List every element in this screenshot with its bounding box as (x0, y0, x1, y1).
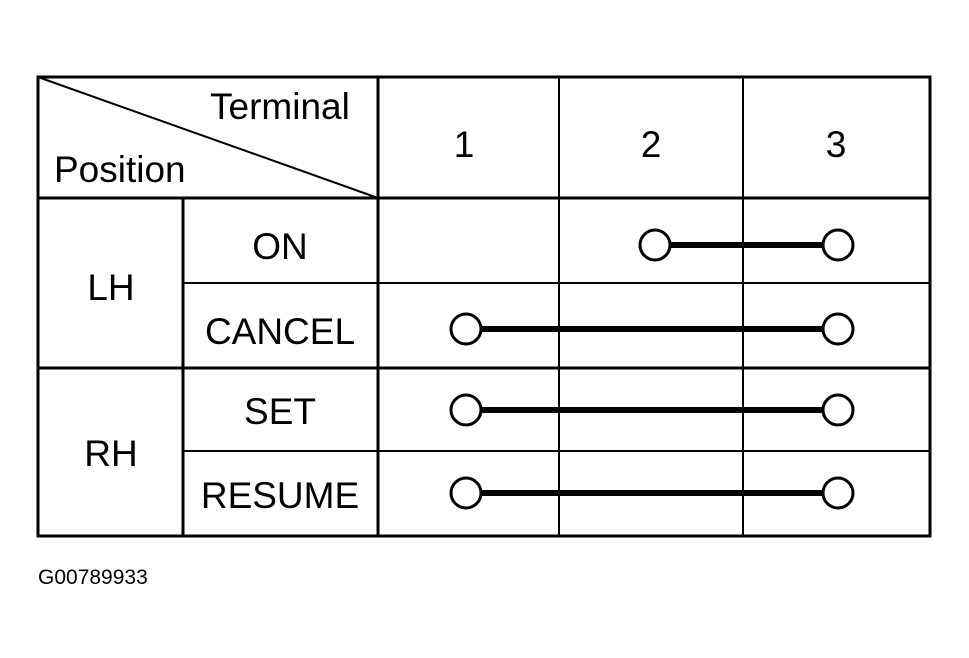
side-label-lh: LH (87, 267, 134, 308)
terminal-header-label: Terminal (210, 86, 350, 127)
terminal-2-node-on (638, 228, 672, 262)
position-label-on: ON (252, 226, 308, 267)
position-label-cancel: CANCEL (205, 311, 355, 352)
terminal-1-node-resume (449, 476, 483, 510)
position-header-label: Position (54, 149, 186, 190)
table-outer-border (36, 75, 932, 538)
terminal-number-3: 3 (826, 124, 847, 165)
header-diagonal (37, 76, 379, 199)
terminal-number-1: 1 (454, 124, 475, 165)
terminal-3-node-cancel (821, 312, 855, 346)
terminal-3-node-on (821, 228, 855, 262)
figure-id: G00789933 (38, 566, 148, 589)
side-label-rh: RH (84, 433, 137, 474)
terminal-number-2: 2 (641, 124, 662, 165)
continuity-table: Terminal Position 1 2 3 LH RH ON CANCEL … (36, 75, 932, 538)
terminal-3-node-resume (821, 476, 855, 510)
terminal-1-node-cancel (449, 312, 483, 346)
position-label-resume: RESUME (201, 475, 359, 516)
terminal-1-node-set (449, 393, 483, 427)
terminal-3-node-set (821, 393, 855, 427)
continuity-connections (449, 228, 855, 510)
position-label-set: SET (244, 391, 316, 432)
